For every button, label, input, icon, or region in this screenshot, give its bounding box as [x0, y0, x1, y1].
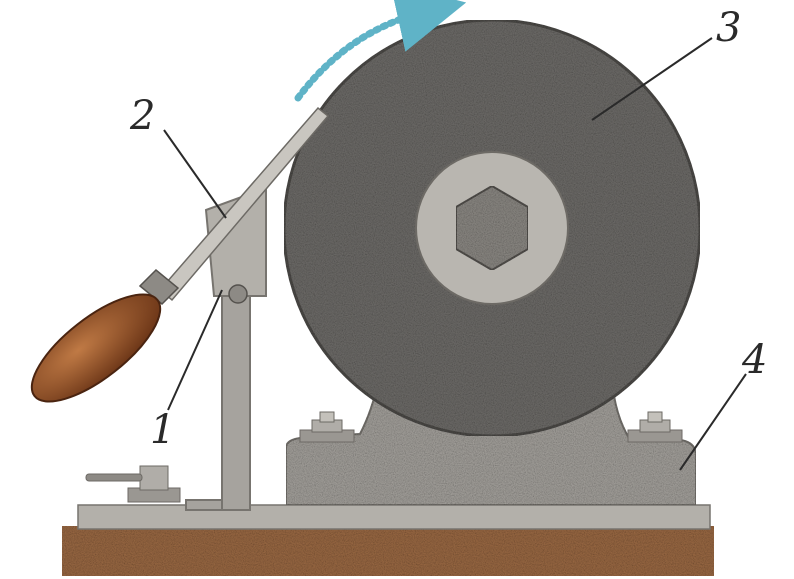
- bolt-right: [628, 412, 682, 442]
- wooden-board: [62, 526, 714, 576]
- clamp-screw: [86, 466, 180, 502]
- tool-rest-stand: [186, 286, 250, 510]
- label-housing: 4: [742, 340, 767, 380]
- label-grinding-wheel: 3: [716, 8, 741, 48]
- tool-rest-pivot: [229, 285, 247, 303]
- bolt-left: [300, 412, 354, 442]
- label-tool-rest: 1: [150, 410, 175, 450]
- chisel-handle: [16, 276, 176, 419]
- leader-4: [680, 374, 746, 470]
- label-chisel: 2: [130, 96, 155, 136]
- base-plate: [78, 505, 710, 529]
- leader-1: [168, 290, 222, 410]
- leader-2: [164, 130, 226, 218]
